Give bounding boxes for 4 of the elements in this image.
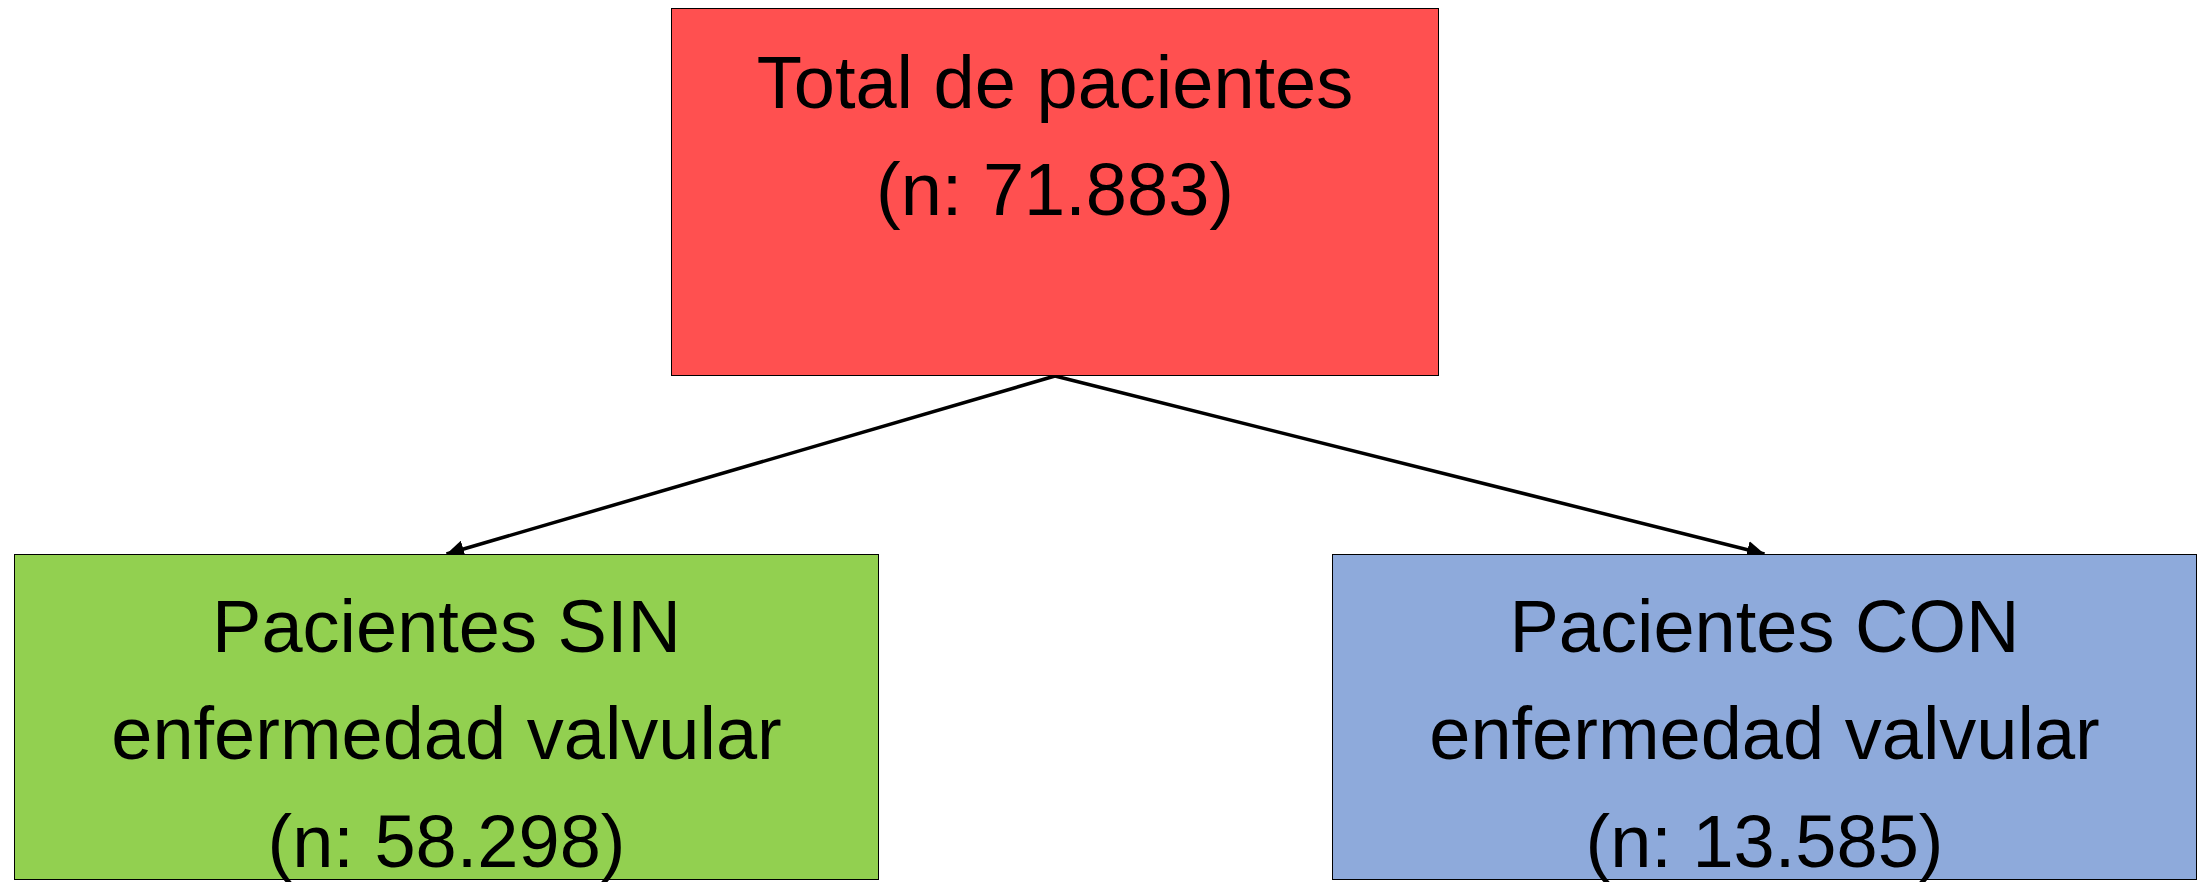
box-label: Total de pacientes (n: 71.883)	[755, 40, 1355, 234]
process-box	[1332, 554, 2197, 880]
process-box	[14, 554, 879, 880]
process-box	[671, 8, 1439, 376]
